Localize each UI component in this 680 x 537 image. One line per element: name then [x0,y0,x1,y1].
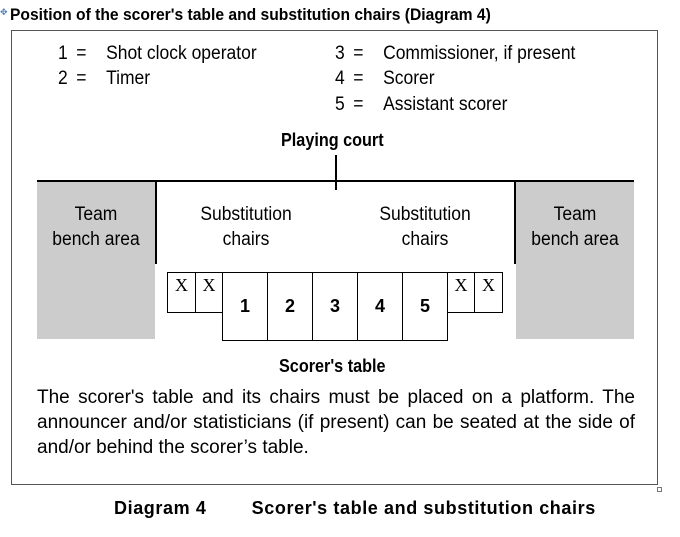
frame-resize-handle [657,487,662,492]
substitution-chairs-label-left: Substitution chairs [182,202,311,252]
legend-equals: = [353,94,364,115]
center-line-mark [335,155,337,190]
diagram-caption: Diagram 4 Scorer's table and substitutio… [114,498,596,519]
legend-number: 2 [58,68,68,89]
table-seat-5: 5 [402,272,448,341]
legend-role: Timer [106,68,151,89]
legend-number: 3 [335,43,345,64]
substitution-chair: X [474,272,503,313]
legend-role: Assistant scorer [383,94,508,115]
subs-label-line: Substitution [200,204,292,225]
bench-boundary-right [514,181,516,264]
legend-item-1: 1 = Shot clock operator [58,43,257,65]
legend-number: 5 [335,94,345,115]
legend-equals: = [76,68,87,89]
platform-note: The scorer's table and its chairs must b… [37,387,635,458]
diagram-frame [11,30,658,485]
playing-court-label: Playing court [281,130,384,150]
section-title: Position of the scorer's table and subst… [10,5,491,24]
table-seat-4: 4 [357,272,403,341]
caption-title: Scorer's table and substitution chairs [251,498,596,518]
legend-item-4: 4 = Scorer [335,68,435,90]
team-bench-label-left: Team bench area [42,202,151,252]
table-seat-1: 1 [222,272,268,341]
legend-role: Commissioner, if present [383,43,576,64]
bench-label-line: bench area [52,229,140,250]
caption-label: Diagram 4 [114,498,207,518]
legend-item-5: 5 = Assistant scorer [335,94,507,116]
legend-equals: = [353,43,364,64]
legend-number: 1 [58,43,68,64]
legend-role: Scorer [383,68,435,89]
substitution-chair: X [447,272,475,313]
legend-item-2: 2 = Timer [58,68,150,90]
substitution-chairs-label-right: Substitution chairs [361,202,490,252]
legend-equals: = [76,43,87,64]
bench-boundary-left [155,181,157,264]
team-bench-area-left [37,181,155,339]
subs-label-line: Substitution [379,204,471,225]
bench-label-line: Team [74,204,118,225]
bench-label-line: bench area [531,229,619,250]
team-bench-area-right [516,181,634,339]
scorers-table-label: Scorer's table [279,356,386,376]
move-handle-icon: ✥ [0,7,8,17]
substitution-chair: X [195,272,223,313]
subs-label-line: chairs [222,229,270,250]
bench-label-line: Team [553,204,597,225]
team-bench-label-right: Team bench area [521,202,630,252]
substitution-chair: X [167,272,196,313]
table-seat-2: 2 [267,272,313,341]
subs-label-line: chairs [401,229,449,250]
legend-number: 4 [335,68,345,89]
legend-equals: = [353,68,364,89]
table-seat-3: 3 [312,272,358,341]
legend-role: Shot clock operator [106,43,257,64]
legend-item-3: 3 = Commissioner, if present [335,43,575,65]
